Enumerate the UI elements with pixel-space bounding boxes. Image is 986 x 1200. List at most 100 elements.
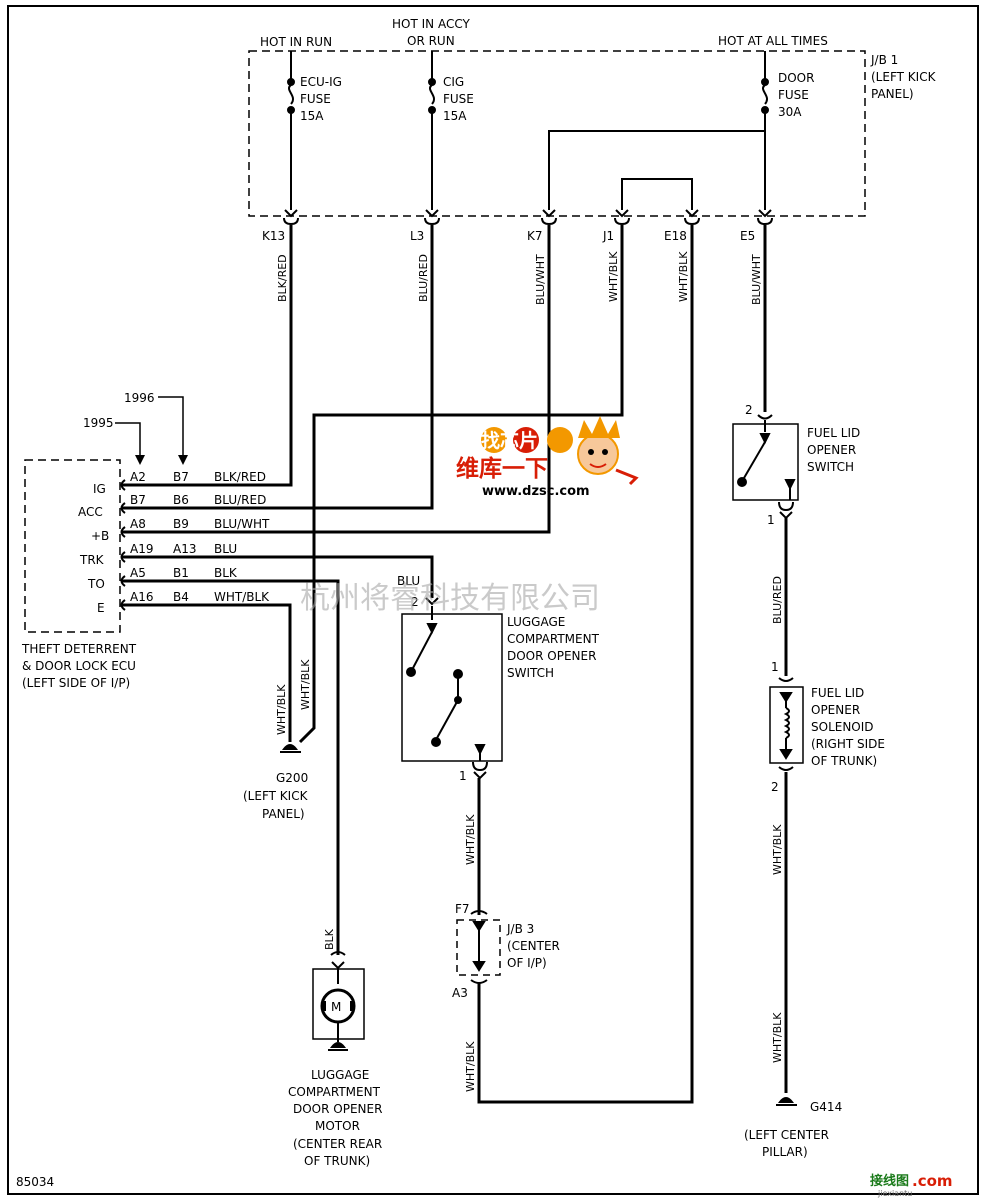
- main-wires: [122, 225, 767, 1104]
- wire-label-blk-red: BLK/RED: [276, 254, 289, 302]
- ecu-title-2: & DOOR LOCK ECU: [22, 659, 136, 673]
- g414-location-2: PILLAR): [762, 1145, 808, 1159]
- jb1-internal-wiring: [290, 113, 766, 210]
- theft-deterrent-ecu: [24, 459, 121, 633]
- solenoid-connector-top: [778, 677, 794, 682]
- wire-label-wht-blk-j1: WHT/BLK: [607, 251, 620, 302]
- ecu-pin-plus-b: +B: [91, 529, 109, 543]
- logo-badge-2: [513, 427, 539, 453]
- luggage-switch-box: [401, 613, 503, 762]
- luggage-switch-title-4: SWITCH: [507, 666, 554, 680]
- pin-1996-b: B9: [173, 517, 189, 531]
- g200-id: G200: [276, 771, 308, 785]
- jb1-title-3: PANEL): [871, 87, 914, 101]
- ecu-pin-connectors: [120, 479, 126, 611]
- solenoid-wire-2: WHT/BLK: [771, 1012, 784, 1063]
- ecu-pin-ig: IG: [93, 482, 106, 496]
- fuse-door-kind: FUSE: [778, 88, 809, 102]
- fuse-ecu-ig-rating: 15A: [300, 109, 324, 123]
- fuse-ecu-ig-kind: FUSE: [300, 92, 331, 106]
- fuse-cig: [428, 66, 436, 114]
- pin-1996-e: B4: [173, 590, 189, 604]
- motor-title-3: DOOR OPENER: [293, 1102, 382, 1116]
- solenoid-pin-bottom: 2: [771, 780, 779, 794]
- fuel-switch-connector-top: [757, 414, 773, 420]
- g200-wire-right: WHT/BLK: [299, 659, 312, 710]
- fuel-switch-title-2: OPENER: [807, 443, 856, 457]
- luggage-switch-wire-in: BLU: [397, 574, 420, 588]
- fuse-cig-name: CIG: [443, 75, 464, 89]
- pin-1995-to: A5: [130, 566, 146, 580]
- figure-number: 85034: [16, 1175, 54, 1189]
- luggage-switch-pin-bottom: 1: [459, 769, 467, 783]
- motor-letter: M: [331, 1000, 341, 1014]
- ecu-pin-trk: TRK: [79, 553, 105, 567]
- fuse-cig-rating: 15A: [443, 109, 467, 123]
- solenoid-coil: [779, 692, 793, 760]
- g414-location-1: (LEFT CENTER: [744, 1128, 829, 1142]
- ecu-wire-ig: BLK/RED: [214, 470, 266, 484]
- jb1-connectors: [283, 209, 773, 225]
- jb3-wire-out: WHT/BLK: [464, 1041, 477, 1092]
- ground-g414-symbol: [776, 1097, 797, 1106]
- jb1-title-1: J/B 1: [870, 53, 898, 67]
- solenoid-wire-1: WHT/BLK: [771, 824, 784, 875]
- ecu-wire-acc: BLU/RED: [214, 493, 266, 507]
- fuel-switch-connector-bottom: [778, 501, 794, 520]
- solenoid-box: [769, 686, 804, 764]
- fuel-switch-title-3: SWITCH: [807, 460, 854, 474]
- luggage-switch-title-2: COMPARTMENT: [507, 632, 600, 646]
- logo-top-text: 找芯片: [481, 429, 538, 452]
- year-1996: 1996: [124, 391, 155, 405]
- terminal-k13: K13: [262, 229, 285, 243]
- terminal-k7: K7: [527, 229, 543, 243]
- motor-brush-left: [322, 1001, 326, 1011]
- corner-logo-sub: jiexiantu: [877, 1189, 912, 1198]
- ecu-wire-b: BLU/WHT: [214, 517, 270, 531]
- luggage-switch-title-3: DOOR OPENER: [507, 649, 596, 663]
- mascot-icon: [577, 416, 639, 486]
- ecu-wire-to: BLK: [214, 566, 238, 580]
- jb3-pin-top: F7: [455, 902, 470, 916]
- jb1-title-2: (LEFT KICK: [871, 70, 937, 84]
- luggage-switch-pin-top: 2: [411, 595, 419, 609]
- pin-1996-ig: B7: [173, 470, 189, 484]
- motor-ground-symbol: [328, 1042, 348, 1051]
- corner-logo: 接线图 .com jiexiantu: [870, 1172, 953, 1198]
- year-arrows: [115, 396, 184, 460]
- diagram-border: [7, 5, 979, 1195]
- fuse-door-rating: 30A: [778, 105, 802, 119]
- solenoid-title-5: OF TRUNK): [811, 754, 877, 768]
- jb3-title-1: J/B 3: [506, 922, 534, 936]
- solenoid-title-4: (RIGHT SIDE: [811, 737, 885, 751]
- pin-1996-to: B1: [173, 566, 189, 580]
- corner-logo-suffix: .com: [912, 1172, 953, 1190]
- luggage-switch-wire-out: WHT/BLK: [464, 814, 477, 865]
- solenoid-title-3: SOLENOID: [811, 720, 874, 734]
- g200-wire-left: WHT/BLK: [275, 684, 288, 735]
- fuel-switch-contacts: [737, 420, 796, 500]
- logo-url: www.dzsc.com: [482, 484, 590, 499]
- ecu-pin-acc: ACC: [78, 505, 103, 519]
- wire-label-blu-wht: BLU/WHT: [534, 254, 547, 305]
- junction-block-3: [456, 919, 501, 976]
- motor-title-5: (CENTER REAR: [293, 1137, 382, 1151]
- ecu-title-3: (LEFT SIDE OF I/P): [22, 676, 130, 690]
- motor-title-2: COMPARTMENT: [288, 1085, 381, 1099]
- terminal-l3: L3: [410, 229, 424, 243]
- motor-brush-right: [350, 1001, 354, 1011]
- dzsc-logo: 找芯片 维库一下 www.dzsc.com: [456, 416, 639, 499]
- pin-1996-acc: B6: [173, 493, 189, 507]
- g200-location-2: PANEL): [262, 807, 305, 821]
- pin-1995-acc: B7: [130, 493, 146, 507]
- logo-badge-3: [547, 427, 573, 453]
- solenoid-pin-top: 1: [771, 660, 779, 674]
- terminal-e18: E18: [664, 229, 687, 243]
- supply-hot-in-accy-1: HOT IN ACCY: [392, 17, 470, 31]
- fuse-door-name: DOOR: [778, 71, 814, 85]
- supply-hot-in-accy-2: OR RUN: [407, 34, 455, 48]
- pin-1995-b: A8: [130, 517, 146, 531]
- solenoid-title-2: OPENER: [811, 703, 860, 717]
- ecu-title-1: THEFT DETERRENT: [21, 642, 137, 656]
- year-1995: 1995: [83, 416, 114, 430]
